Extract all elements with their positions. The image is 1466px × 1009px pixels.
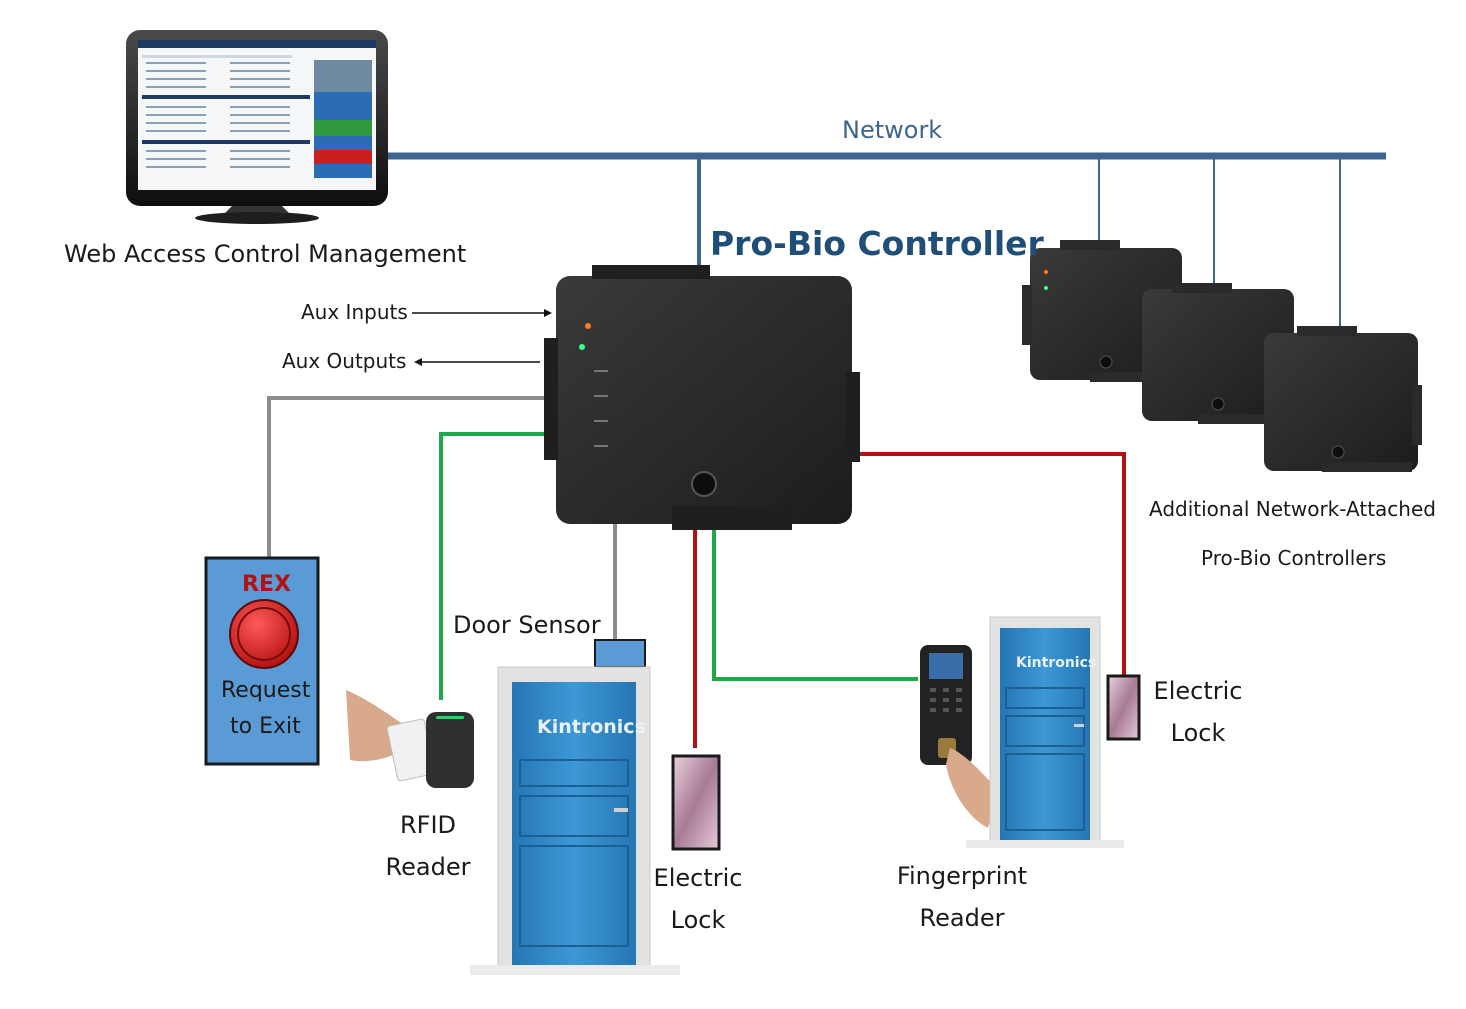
rfid-label-line2: Reader <box>385 853 471 881</box>
rex-label-line1: Request <box>221 678 311 703</box>
brand-right: Kintronics <box>1016 655 1097 671</box>
lock-right-line1: Electric <box>1153 677 1243 705</box>
pro-bio-controller <box>544 265 860 530</box>
door-sensor-icon <box>594 639 646 668</box>
additional-controllers-line2: Pro-Bio Controllers <box>1201 546 1387 570</box>
lock-left-label: Electric Lock <box>643 857 753 941</box>
rex-button-icon[interactable] <box>229 599 299 669</box>
rex-badge: REX <box>242 572 291 597</box>
rex-wire <box>267 396 544 558</box>
fingerprint-label-line2: Reader <box>919 904 1005 932</box>
lock-right-wire <box>860 452 1126 676</box>
door-sensor-label: Door Sensor <box>453 611 601 639</box>
aux-inputs-label: Aux Inputs <box>301 300 408 324</box>
door-left-icon <box>470 666 680 975</box>
aux-outputs-label: Aux Outputs <box>282 349 407 373</box>
rex-panel[interactable] <box>204 556 320 766</box>
rfid-wire <box>439 432 544 700</box>
brand-left: Kintronics <box>537 716 646 738</box>
additional-controller-2 <box>1142 283 1294 424</box>
lock-left-icon <box>671 754 721 851</box>
fingerprint-label: Fingerprint Reader <box>882 855 1042 939</box>
fingerprint-wire <box>712 530 918 681</box>
lock-right-line2: Lock <box>1170 719 1226 747</box>
controller-title: Pro-Bio Controller <box>710 224 1044 263</box>
door-right-icon <box>966 616 1124 848</box>
fingerprint-reader-icon <box>920 645 998 828</box>
lock-right-icon <box>1106 674 1141 741</box>
management-label: Web Access Control Management <box>64 240 467 268</box>
lock-right-label: Electric Lock <box>1143 670 1253 754</box>
rfid-label: RFID Reader <box>378 804 478 888</box>
rex-label-line2: to Exit <box>230 714 301 739</box>
fingerprint-label-line1: Fingerprint <box>896 862 1028 890</box>
rfid-label-line1: RFID <box>399 811 457 839</box>
lock-left-line1: Electric <box>653 864 743 892</box>
lock-left-line2: Lock <box>670 906 726 934</box>
additional-controllers-line1: Additional Network-Attached <box>1149 497 1436 521</box>
rfid-reader-icon <box>346 690 474 788</box>
network-label: Network <box>842 116 943 144</box>
additional-controller-3 <box>1264 326 1422 472</box>
monitor-icon <box>126 30 388 224</box>
